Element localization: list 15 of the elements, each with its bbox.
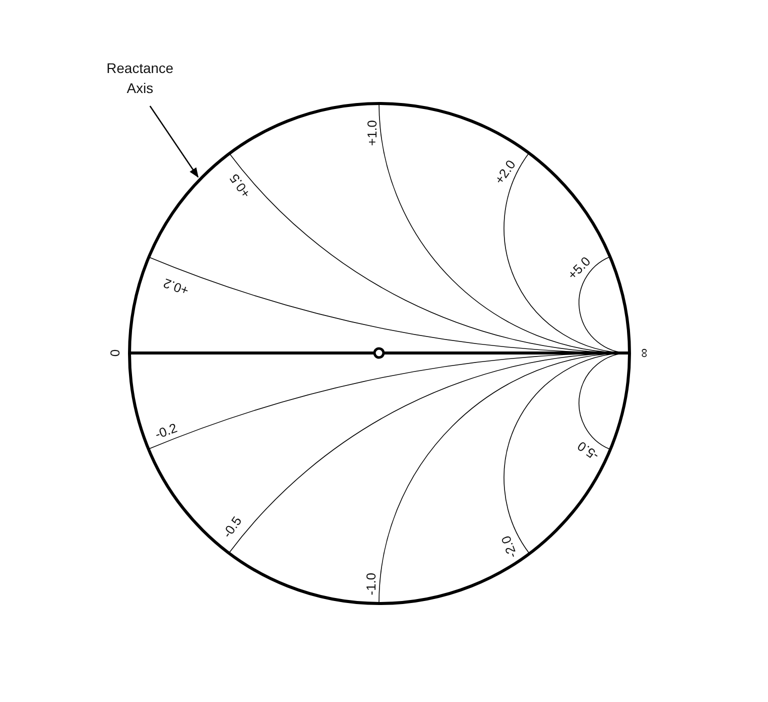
leader-arrow — [149, 106, 199, 178]
axis-end-label: 0 — [108, 349, 122, 357]
scale-value: +0.5 — [226, 171, 254, 201]
scale-value: +0.2 — [161, 276, 191, 298]
scale-value: +5.0 — [564, 254, 594, 282]
scale-value: -0.2 — [152, 420, 180, 442]
chart-outer-circle — [128, 102, 630, 604]
scale-value: +1.0 — [364, 120, 380, 146]
scale-value: +2.0 — [492, 157, 518, 187]
scale-value: -5.0 — [574, 438, 602, 464]
scale-value: -0.5 — [219, 514, 245, 540]
callout-label: Reactance Axis — [100, 58, 180, 102]
scale-value: -2.0 — [498, 534, 520, 560]
axis-end-label: ∞ — [638, 348, 652, 358]
scale-value: -1.0 — [364, 572, 378, 596]
